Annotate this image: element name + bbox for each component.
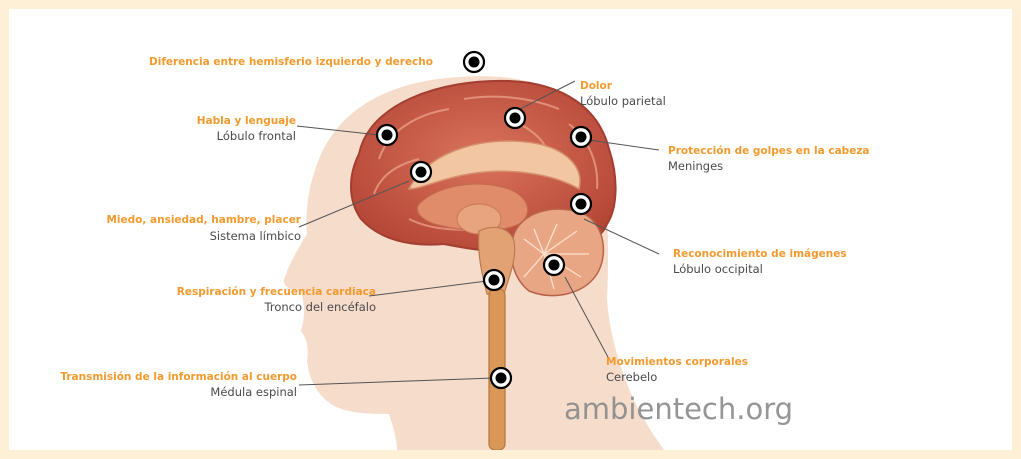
label-speech-subtitle: Lóbulo frontal — [217, 129, 296, 143]
label-movement-subtitle: Cerebelo — [606, 370, 657, 384]
label-images-title: Reconocimiento de imágenes — [673, 248, 847, 260]
label-breathing-subtitle: Tronco del encéfalo — [264, 300, 376, 314]
marker-breathing[interactable] — [484, 270, 504, 290]
marker-hemispheres[interactable] — [464, 52, 484, 72]
diagram-frame: Diferencia entre hemisferio izquierdo y … — [9, 9, 1012, 450]
marker-emotions[interactable] — [411, 162, 431, 182]
marker-pain[interactable] — [505, 108, 525, 128]
label-hemispheres-title: Diferencia entre hemisferio izquierdo y … — [149, 56, 433, 68]
label-movement-title: Movimientos corporales — [606, 356, 748, 368]
marker-transmission[interactable] — [491, 368, 511, 388]
marker-images[interactable] — [571, 194, 591, 214]
label-emotions-subtitle: Sistema límbico — [210, 229, 301, 243]
label-transmission-subtitle: Médula espinal — [210, 385, 297, 399]
label-transmission-title: Transmisión de la información al cuerpo — [60, 371, 297, 383]
label-protection-title: Protección de golpes en la cabeza — [668, 145, 870, 157]
marker-protection[interactable] — [571, 127, 591, 147]
label-emotions-title: Miedo, ansiedad, hambre, placer — [106, 214, 301, 226]
label-pain-title: Dolor — [580, 80, 613, 92]
label-images-subtitle: Lóbulo occipital — [673, 262, 763, 276]
marker-speech[interactable] — [377, 125, 397, 145]
brain-diagram: Diferencia entre hemisferio izquierdo y … — [9, 9, 1012, 450]
label-protection-subtitle: Meninges — [668, 159, 723, 173]
watermark: ambientech.org — [564, 392, 793, 426]
label-speech-title: Habla y lenguaje — [197, 115, 296, 127]
label-pain-subtitle: Lóbulo parietal — [580, 94, 666, 108]
marker-movement[interactable] — [544, 255, 564, 275]
label-breathing-title: Respiración y frecuencia cardiaca — [177, 286, 376, 298]
